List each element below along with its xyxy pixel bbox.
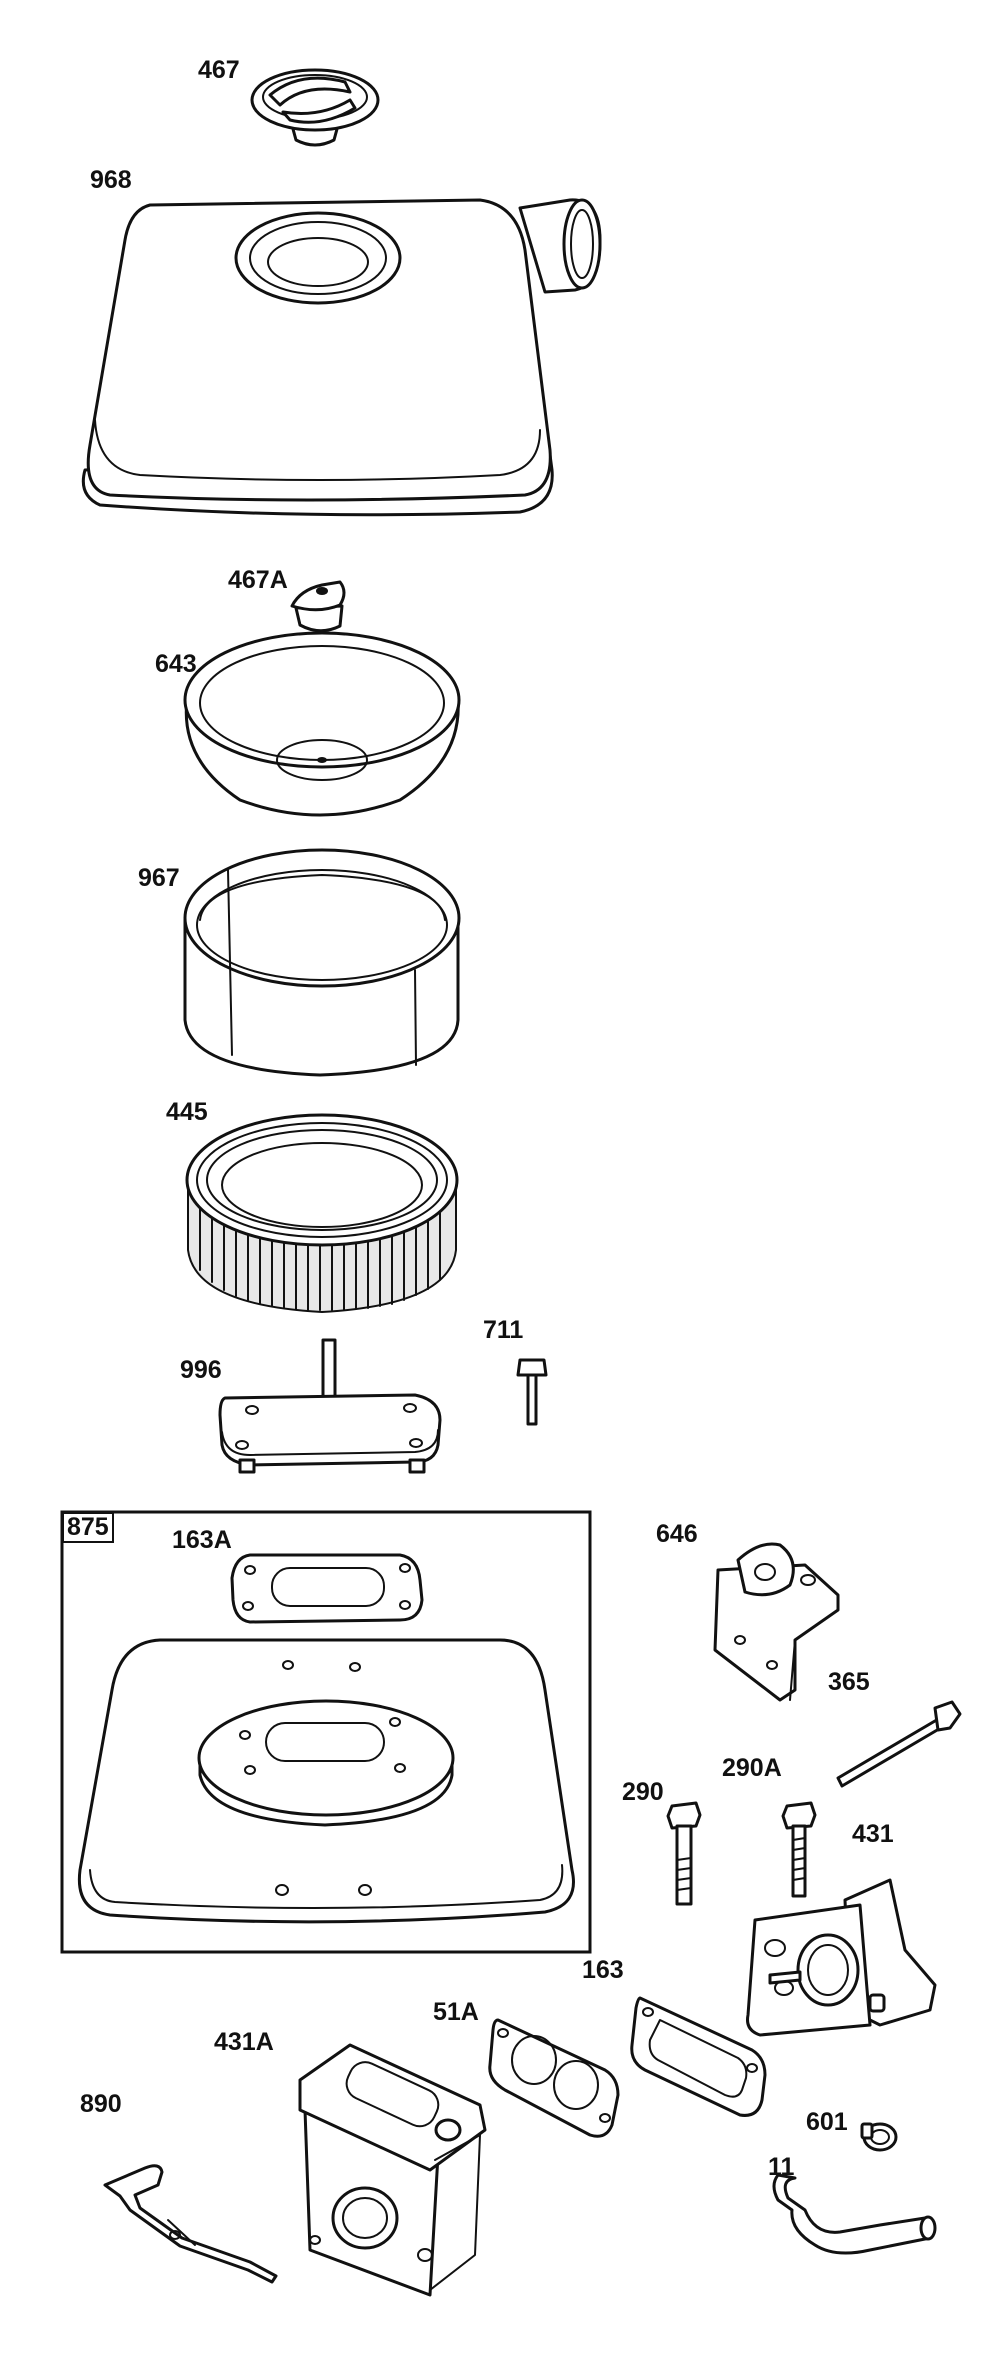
label-11: 11 [768,2153,795,2181]
part-467A-wing-knob[interactable] [290,580,346,633]
label-365: 365 [828,1668,870,1696]
part-467-cap[interactable] [250,68,380,147]
part-11-fuel-hose[interactable] [772,2173,937,2255]
part-163A-gasket[interactable] [230,1553,424,1624]
label-601: 601 [806,2108,848,2136]
part-711-bolt[interactable] [516,1358,548,1426]
label-967: 967 [138,864,180,892]
part-431A-adapter-block[interactable] [298,2043,487,2297]
part-431-intake-elbow[interactable] [746,1878,937,2037]
part-890-linkage-rod[interactable] [103,2164,278,2284]
part-968-air-cleaner-cover[interactable] [81,198,602,517]
label-431A: 431A [214,2028,274,2056]
label-875: 875 [62,1512,114,1543]
label-290: 290 [622,1778,664,1806]
label-467A: 467A [228,566,288,594]
label-996: 996 [180,1356,222,1384]
label-890: 890 [80,2090,122,2118]
part-290-bolt[interactable] [666,1801,702,1906]
label-968: 968 [90,166,132,194]
part-51A-gasket[interactable] [488,2018,620,2138]
part-996-mounting-plate[interactable] [218,1338,442,1474]
part-365-long-bolt[interactable] [836,1700,962,1788]
label-431: 431 [852,1820,894,1848]
label-290A: 290A [722,1754,782,1782]
label-51A: 51A [433,1998,479,2026]
label-163A: 163A [172,1526,232,1554]
part-875-air-cleaner-base[interactable] [77,1638,575,1924]
part-601-hose-clamp[interactable] [860,2122,898,2152]
part-646-bracket[interactable] [713,1542,840,1702]
label-711: 711 [483,1316,524,1344]
part-967-pre-cleaner[interactable] [183,848,461,1077]
kit-875-box [60,1510,592,1954]
label-163: 163 [582,1956,624,1984]
part-445-air-filter[interactable] [185,1113,459,1314]
part-290A-bolt[interactable] [781,1801,817,1898]
label-643: 643 [155,650,197,678]
label-646: 646 [656,1520,698,1548]
label-445: 445 [166,1098,208,1126]
part-643-base-plate[interactable] [183,631,461,817]
label-467: 467 [198,56,240,84]
part-163-gasket[interactable] [630,1996,767,2117]
